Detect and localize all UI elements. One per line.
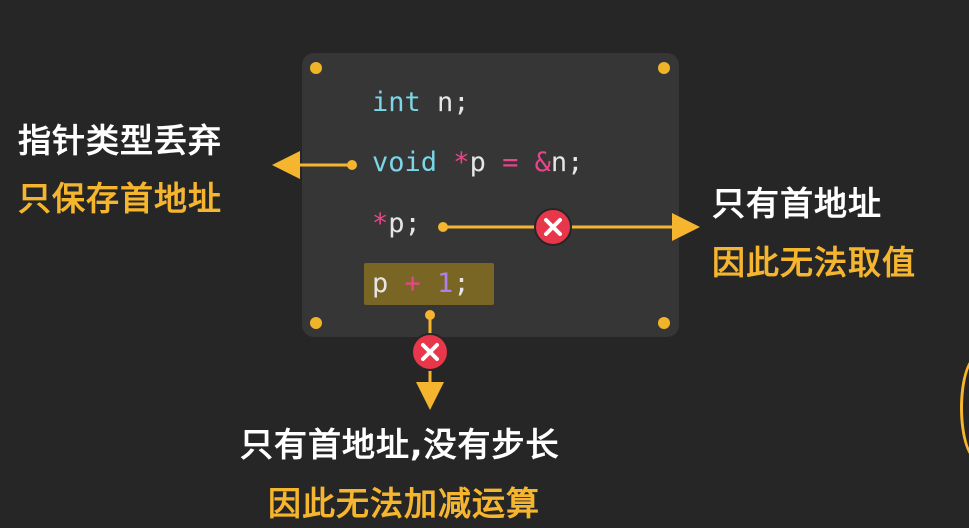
- code-text: p: [469, 147, 503, 178]
- left-arrow: [272, 151, 357, 179]
- code-text: p: [372, 268, 405, 299]
- address-op: &: [534, 147, 551, 178]
- bottom-note-line1: 只有首地址,没有步长: [240, 425, 560, 464]
- left-note-line2: 只保存首地址: [18, 179, 222, 218]
- right-note-line2: 因此无法取值: [712, 243, 916, 282]
- assign-op: =: [502, 147, 519, 178]
- corner-dot: [658, 62, 670, 74]
- number-literal: 1: [437, 268, 454, 299]
- code-line-void: void *p = &n;: [372, 147, 583, 179]
- left-note-line1: 指针类型丢弃: [18, 121, 222, 160]
- code-panel: int n; void *p = &n; *p; p + 1;: [302, 53, 679, 337]
- arrow-head-icon: [272, 151, 300, 179]
- arrow-head-icon: [416, 382, 444, 410]
- code-text: n;: [550, 147, 584, 178]
- x-circle-icon: [534, 208, 572, 246]
- right-note-line1: 只有首地址: [712, 184, 882, 223]
- code-text: n;: [420, 87, 470, 118]
- plus-op: +: [404, 268, 421, 299]
- code-line-add: p + 1;: [372, 268, 470, 300]
- corner-dot: [310, 62, 322, 74]
- code-line-int: int n;: [372, 87, 470, 119]
- bottom-note-line2: 因此无法加减运算: [268, 484, 540, 523]
- code-text: p;: [388, 208, 421, 239]
- corner-dot: [310, 317, 322, 329]
- keyword-void: void: [372, 147, 438, 178]
- deref-star: *: [372, 208, 389, 239]
- x-circle-icon: [411, 333, 449, 371]
- code-line-deref: *p;: [372, 208, 421, 240]
- highlighted-expression: [364, 263, 494, 305]
- corner-dot: [658, 317, 670, 329]
- keyword-int: int: [372, 87, 421, 118]
- arrow-head-icon: [672, 213, 700, 241]
- code-text: ;: [453, 268, 470, 299]
- pointer-star: *: [453, 147, 470, 178]
